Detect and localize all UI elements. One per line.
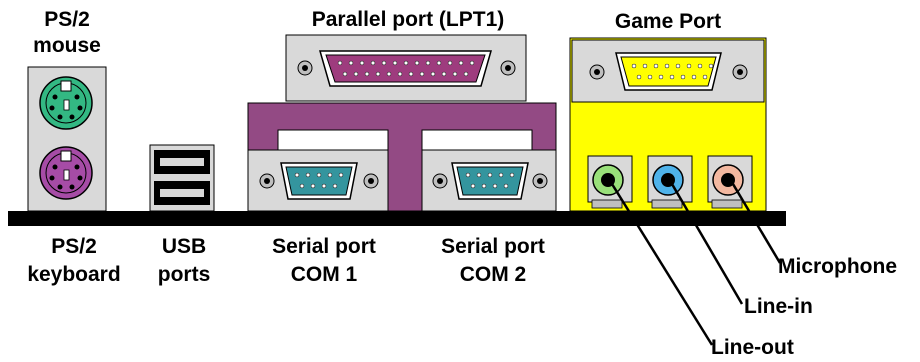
usb-ports xyxy=(149,144,215,212)
serial-com1 xyxy=(247,149,389,212)
usb-ports-label-line2: ports xyxy=(158,263,211,286)
parallel-db25-connector[interactable] xyxy=(319,50,492,87)
game-audio-panel xyxy=(569,37,767,212)
parallel-port xyxy=(285,34,527,102)
board-base xyxy=(8,211,786,226)
ps2-panel xyxy=(27,66,107,212)
serial-com1-label-line1: Serial port xyxy=(272,235,376,258)
screw-icon xyxy=(432,173,448,189)
serial-com2-db9-connector[interactable] xyxy=(451,162,529,200)
game-port-db15-connector[interactable] xyxy=(615,52,722,91)
serial-com1-db9-connector[interactable] xyxy=(280,162,358,200)
ps2-mouse-label-line2: mouse xyxy=(33,34,101,57)
leader-lines xyxy=(610,183,782,346)
ps2-keyboard-label-line2: keyboard xyxy=(27,263,120,286)
usb-port-top[interactable] xyxy=(154,150,210,174)
serial-com1-label-line2: COM 1 xyxy=(291,263,358,286)
microphone-jack[interactable] xyxy=(707,155,753,209)
line-out-label: Line-out xyxy=(711,336,794,359)
line-out-leader xyxy=(610,183,714,346)
line-in-jack[interactable] xyxy=(647,155,693,209)
serial-com2 xyxy=(421,149,557,212)
microphone-leader xyxy=(731,183,782,264)
ps2-mouse-label-line1: PS/2 xyxy=(44,8,90,31)
line-in-label: Line-in xyxy=(744,295,813,318)
screw-icon xyxy=(732,64,748,80)
screw-icon xyxy=(532,173,548,189)
screw-icon xyxy=(297,60,313,76)
serial-com2-label-line1: Serial port xyxy=(441,235,545,258)
serial-com2-label-line2: COM 2 xyxy=(460,263,527,286)
screw-icon xyxy=(259,173,275,189)
usb-ports-label-line1: USB xyxy=(162,235,206,258)
line-out-jack[interactable] xyxy=(587,155,633,209)
game-port-label: Game Port xyxy=(615,10,721,33)
ps2-keyboard-port[interactable] xyxy=(39,146,93,200)
screw-icon xyxy=(500,60,516,76)
parallel-port-label: Parallel port (LPT1) xyxy=(312,8,505,31)
screw-icon xyxy=(589,64,605,80)
ps2-keyboard-label-line1: PS/2 xyxy=(51,235,97,258)
screw-icon xyxy=(363,173,379,189)
line-in-leader xyxy=(670,183,744,305)
usb-port-bottom[interactable] xyxy=(154,181,210,205)
ps2-mouse-port[interactable] xyxy=(39,76,93,130)
microphone-label: Microphone xyxy=(778,255,897,278)
